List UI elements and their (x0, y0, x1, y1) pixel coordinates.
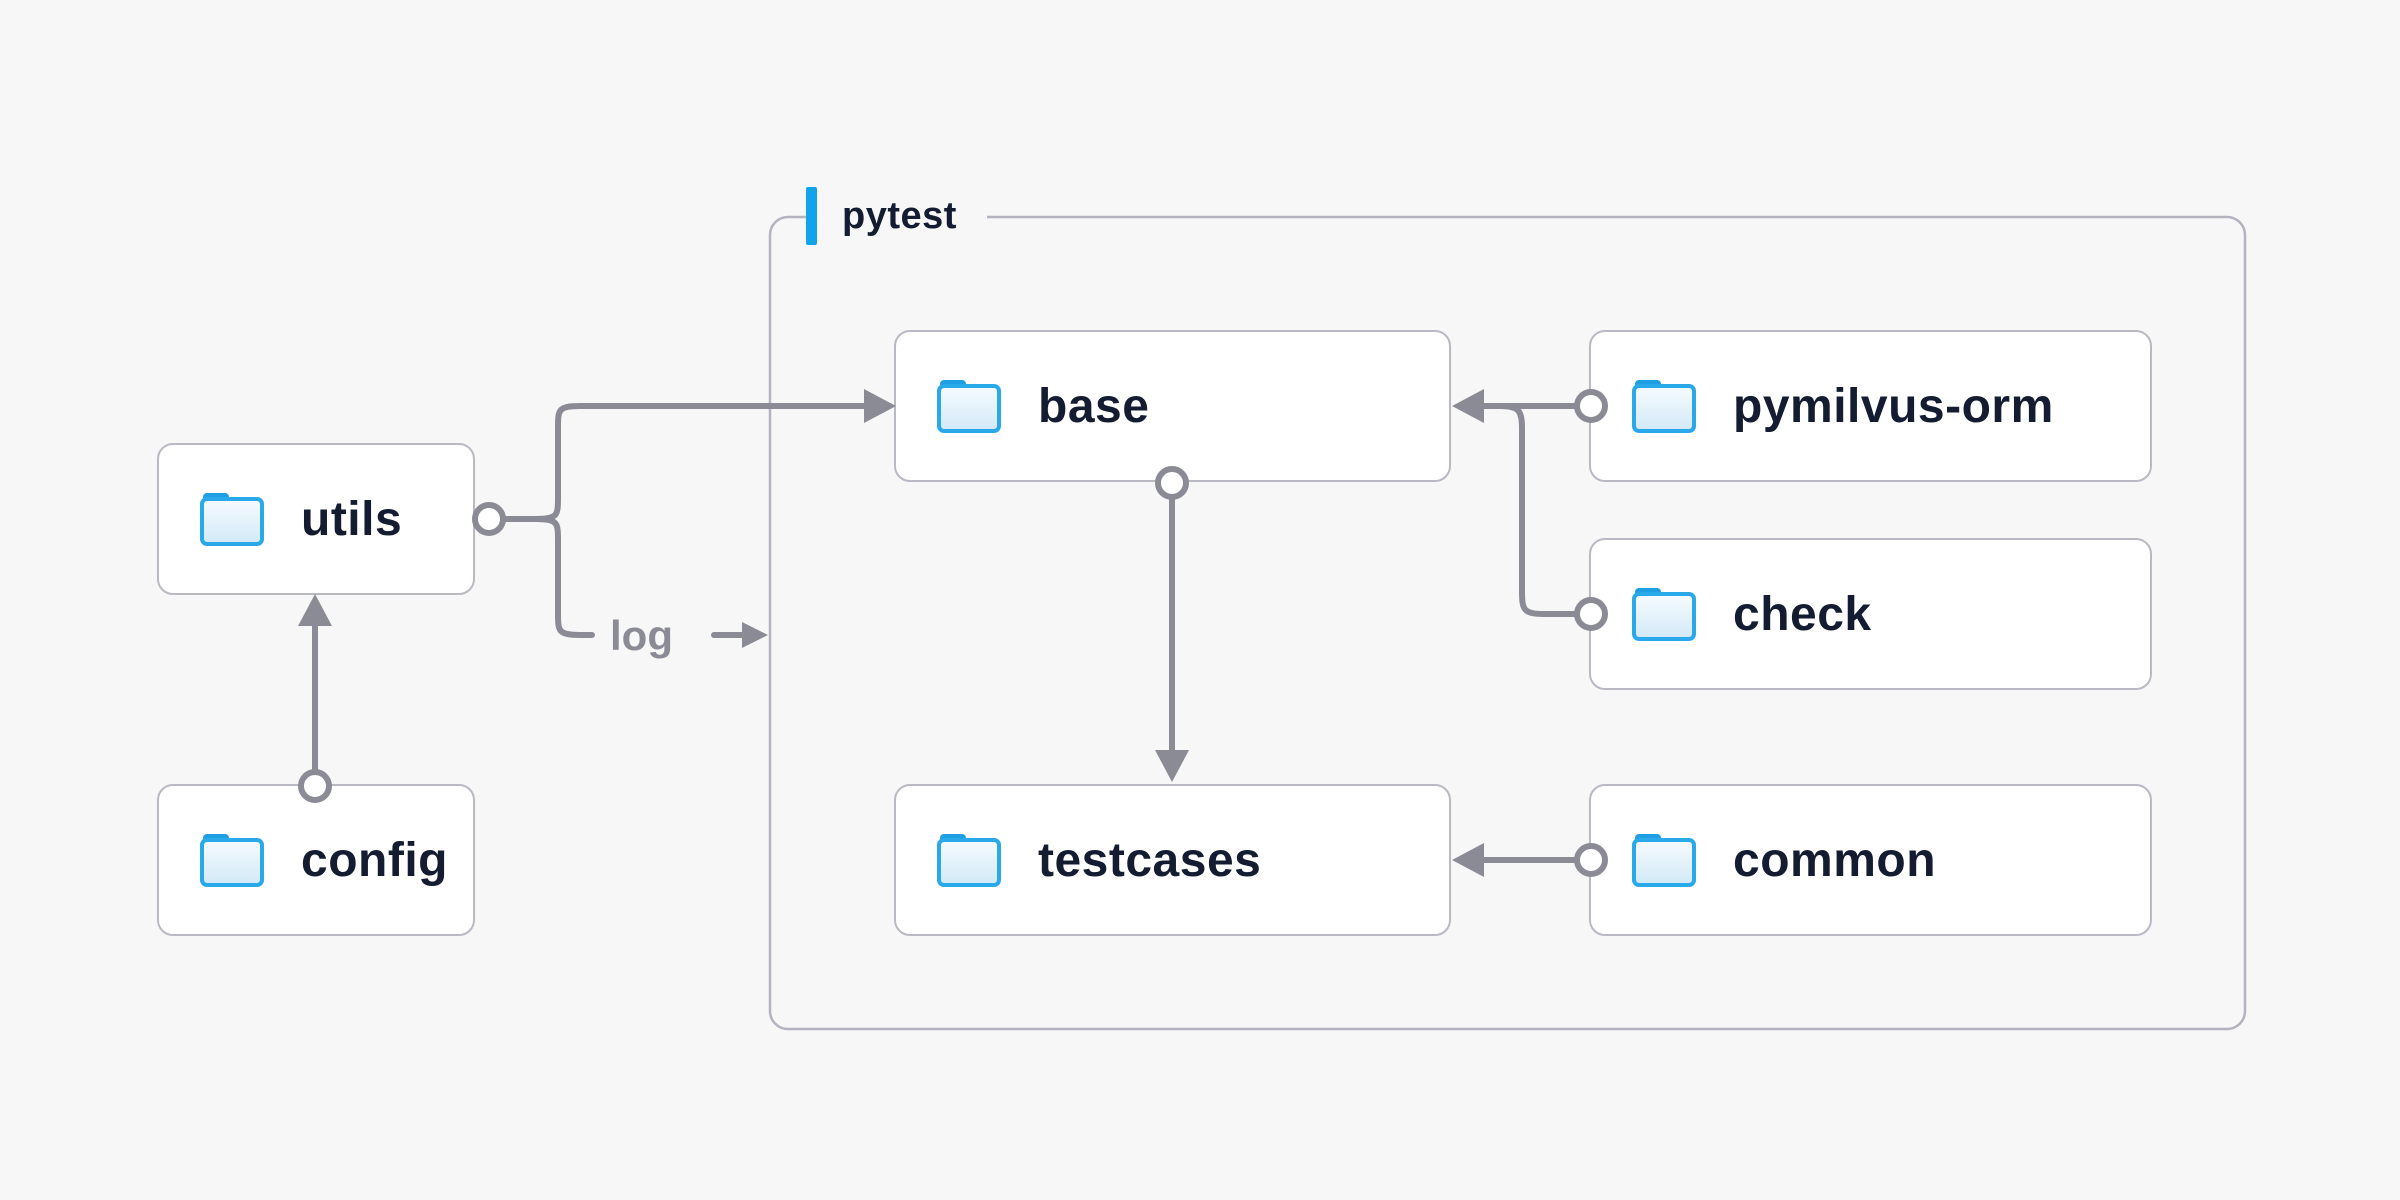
folder-icon (1632, 588, 1696, 641)
edge-utils-to-pytest (500, 403, 871, 638)
edge-pymilvus-orm-to-base (1452, 389, 1608, 423)
log-edge-label: log (610, 612, 673, 659)
edge-utils-to-log-path (533, 516, 595, 638)
edge-config-to-utils (298, 594, 332, 803)
node-common: common (1589, 784, 2152, 936)
edge-base-to-testcases (1155, 466, 1189, 782)
arrowhead-into-testcases-right (1452, 843, 1484, 877)
node-config: config (157, 784, 475, 936)
edge-common-to-testcases (1452, 843, 1608, 877)
node-label: testcases (1038, 833, 1262, 887)
log-arrowhead (742, 622, 768, 648)
node-label: base (1038, 379, 1150, 433)
node-label: config (301, 833, 448, 887)
node-check: check (1589, 538, 2152, 690)
folder-icon (937, 834, 1001, 887)
accent-bar (806, 187, 817, 245)
node-pymilvus-orm: pymilvus-orm (1589, 330, 2152, 482)
folder-icon (1632, 834, 1696, 887)
node-utils: utils (157, 443, 475, 595)
folder-icon (937, 380, 1001, 433)
edge-log-arrow: log (610, 612, 768, 659)
node-label: utils (301, 492, 403, 546)
folder-icon (200, 834, 264, 887)
node-label: pymilvus-orm (1733, 379, 2054, 433)
folder-icon (200, 493, 264, 546)
arrowhead-into-testcases-top (1155, 750, 1189, 782)
node-base: base (894, 330, 1451, 482)
node-label: check (1733, 587, 1872, 641)
pytest-group-title: pytest (842, 194, 957, 237)
edge-utils-to-base-path (533, 403, 871, 522)
arrowhead-into-base-right (1452, 389, 1484, 423)
node-label: common (1733, 833, 1937, 887)
folder-icon (1632, 380, 1696, 433)
arrowhead-into-utils-bottom (298, 594, 332, 626)
connector-dot-utils (472, 502, 506, 536)
arrowhead-into-base-left (864, 389, 896, 423)
check-base-path (1497, 403, 1578, 617)
pytest-group-label: pytest (806, 186, 987, 246)
node-testcases: testcases (894, 784, 1451, 936)
